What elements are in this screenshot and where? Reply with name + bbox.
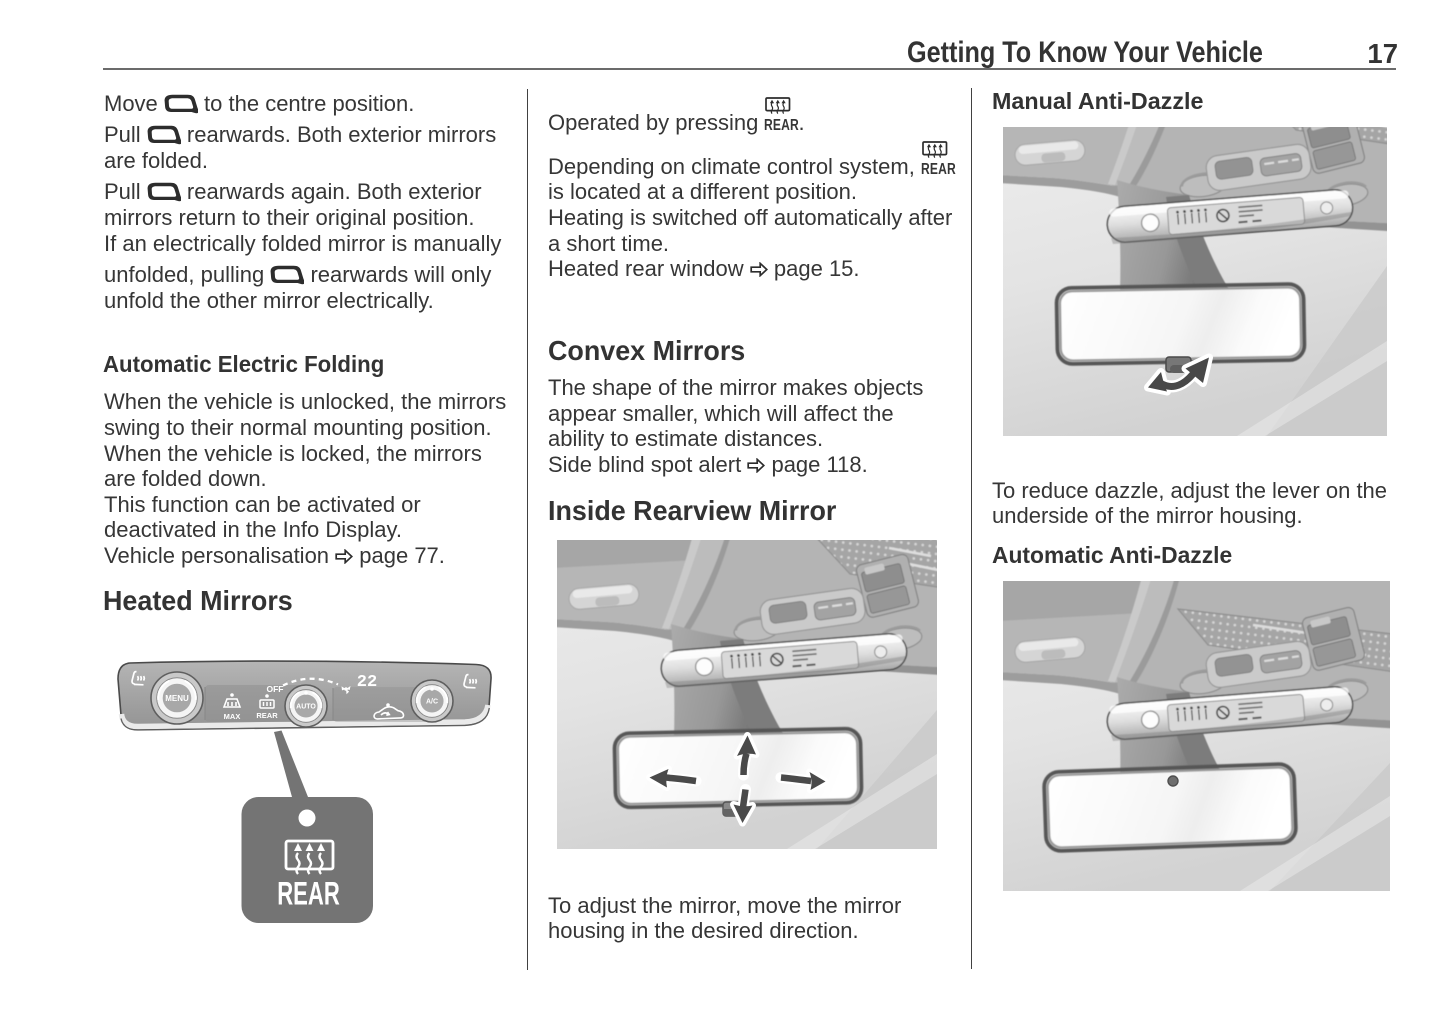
svg-text:AUTO: AUTO xyxy=(296,704,316,711)
svg-text:OFF: OFF xyxy=(267,684,284,694)
svg-text:REAR: REAR xyxy=(256,711,278,720)
svg-text:MAX: MAX xyxy=(224,712,241,721)
svg-text:A/C: A/C xyxy=(426,699,438,706)
svg-text:MENU: MENU xyxy=(165,694,189,703)
svg-text:REAR: REAR xyxy=(277,875,340,911)
svg-text:22: 22 xyxy=(357,673,377,692)
